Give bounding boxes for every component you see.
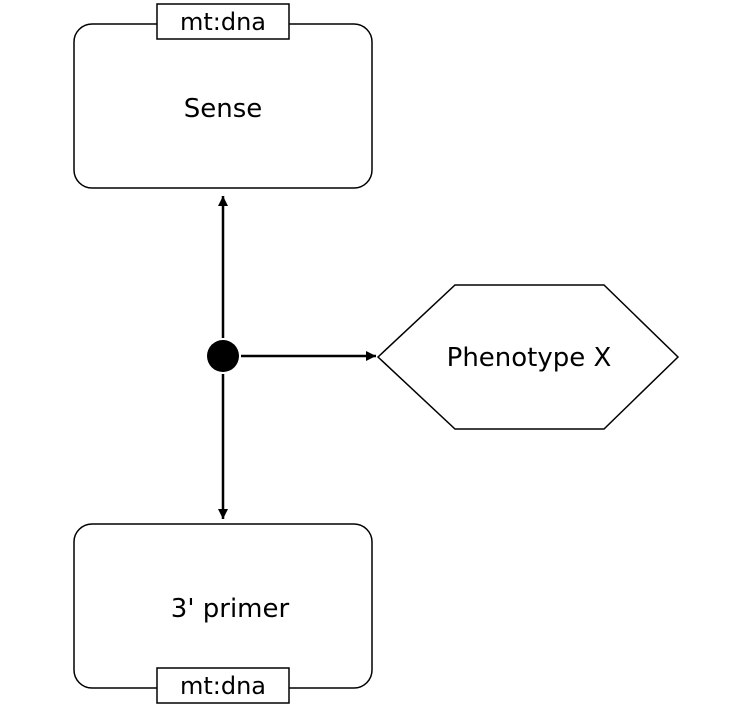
unit-tag-top: mt:dna <box>180 8 266 36</box>
node-sense-label: Sense <box>184 94 263 124</box>
unit-tag-top-box <box>156 3 290 40</box>
node-sense[interactable]: Sense mt:dna <box>73 3 373 189</box>
phenotype-hexagon <box>376 284 680 430</box>
junction-dot[interactable] <box>207 340 239 372</box>
node-3-primer[interactable]: 3' primer mt:dna <box>73 523 373 704</box>
phenotype-label: Phenotype X <box>447 343 612 373</box>
node-phenotype[interactable]: Phenotype X <box>376 284 680 430</box>
node-3-primer-label: 3' primer <box>171 594 290 624</box>
unit-tag-bottom: mt:dna <box>180 672 266 700</box>
unit-tag-bottom-box <box>156 667 290 704</box>
